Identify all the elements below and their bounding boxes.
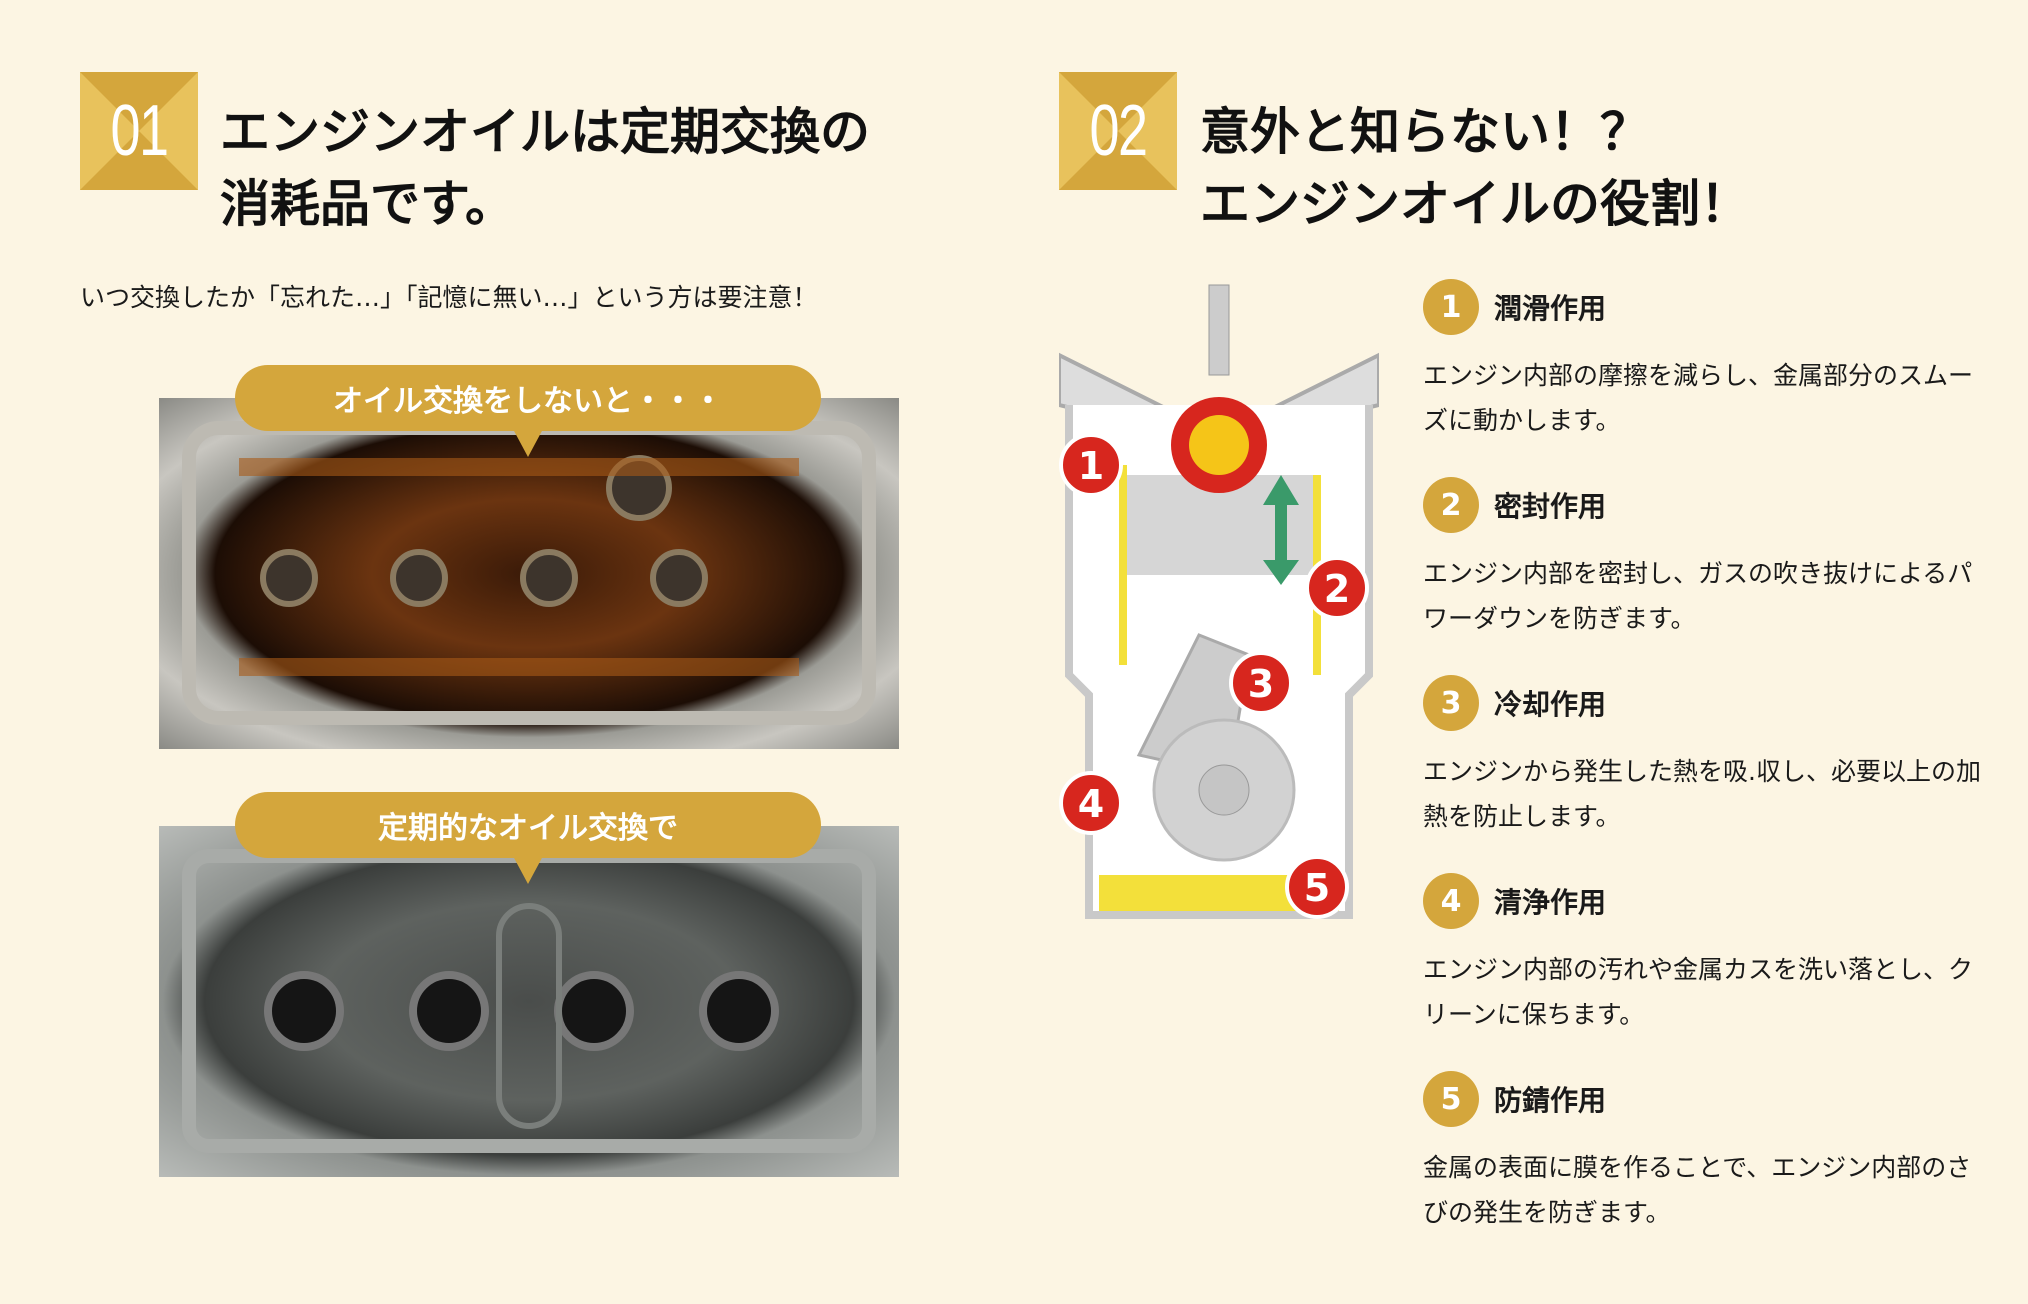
section-number-badge: 02 xyxy=(1059,72,1177,190)
callout-after: 定期的なオイル交換で xyxy=(235,792,821,884)
section-title: 意外と知らない！？エンジンオイルの役割！ xyxy=(1200,103,1750,233)
section-subtitle: いつ交換したか「忘れた…」「記憶に無い…」という方は要注意！ xyxy=(80,283,818,312)
diagram-label-3: 3 xyxy=(1248,662,1274,706)
diagram-label-2: 2 xyxy=(1324,567,1350,611)
clean-engine-photo xyxy=(159,826,899,1177)
diagram-label-5: 5 xyxy=(1304,866,1330,910)
diagram-label-1: 1 xyxy=(1078,444,1104,488)
engine-diagram: 1 2 3 4 5 xyxy=(1059,284,1379,919)
section-title: エンジンオイルは定期交換の消耗品です。 xyxy=(220,103,870,233)
section-number-badge: 01 xyxy=(80,72,198,190)
callout-before: オイル交換をしないと・・・ xyxy=(235,365,821,457)
diagram-label-4: 4 xyxy=(1078,782,1104,826)
